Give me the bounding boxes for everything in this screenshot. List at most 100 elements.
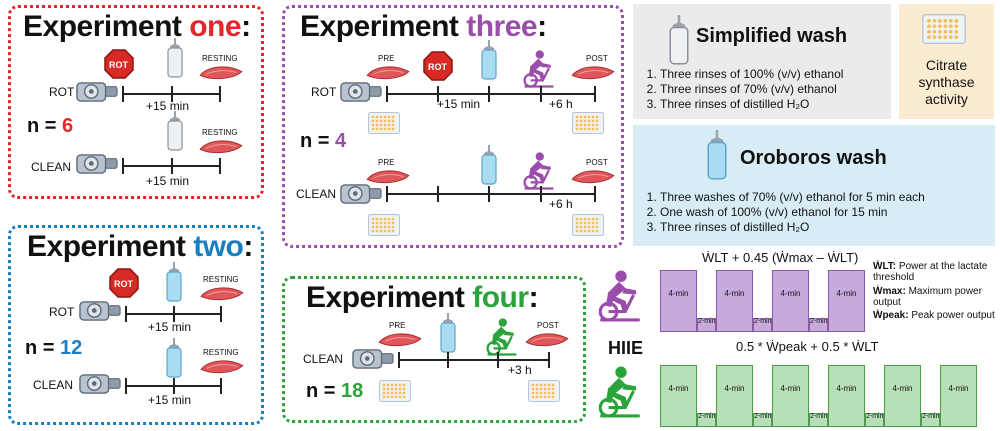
wash-bottle-blue-icon: [166, 262, 182, 302]
citrate-synthase-label: Citrate synthase activity: [918, 57, 975, 107]
resting-label: RESTING: [202, 54, 238, 63]
muscle-icon: [199, 285, 245, 302]
oroboros-wash-steps: Three washes of 70% (v/v) ethanol for 5 …: [640, 190, 925, 235]
hiie-legend-wpeak: Ẇpeak: Peak power output: [873, 310, 995, 321]
hiie-formula-bottom: 0.5 * Ẇpeak + 0.5 * ẆLT: [736, 339, 879, 354]
hiie-rest-label: 2-min: [698, 413, 716, 420]
wash-bottle-icon: [669, 15, 689, 65]
simplified-wash-steps: Three rinses of 100% (v/v) ethanol Three…: [640, 67, 843, 112]
muscle-icon: [199, 358, 245, 375]
oroboros-wash-step: Three washes of 70% (v/v) ethanol for 5 …: [660, 190, 925, 205]
rot-stop-sign-label: ROT: [109, 60, 128, 70]
hiie-rest-label: 2-min: [754, 318, 772, 325]
experiment-three-title: Experiment three:: [300, 10, 547, 43]
hiie-work-bout: 4-min: [772, 365, 809, 427]
hiie-legend-wlt: ẆLT: Power at the lactate threshold: [873, 261, 988, 283]
timeline: [386, 93, 596, 95]
rot-stop-sign-label: ROT: [428, 62, 447, 72]
time-label: +15 min: [146, 174, 190, 188]
experiment-four-title: Experiment four:: [306, 281, 539, 314]
assay-plate-icon: [368, 112, 400, 134]
resting-label: RESTING: [202, 128, 238, 137]
muscle-icon: [570, 64, 616, 81]
timeline: [386, 193, 596, 195]
simplified-wash-step: Three rinses of distilled H₂O: [660, 97, 843, 112]
clean-row-label: CLEAN: [296, 187, 337, 201]
oroboros-wash-title: Oroboros wash: [740, 147, 887, 169]
experiment-four-title-word: four: [472, 281, 529, 314]
hiie-work-bout: 4-min: [940, 365, 977, 427]
hiie-work-bout: 4-min: [828, 365, 865, 427]
wash-bottle-blue-icon: [166, 338, 182, 378]
hiie-rest-bout: 2-min: [697, 318, 716, 332]
clean-row-label: CLEAN: [303, 352, 344, 366]
hiie-work-label: 4-min: [724, 384, 745, 393]
time-label: +15 min: [148, 320, 192, 334]
experiment-two-title: Experiment two:: [27, 230, 253, 263]
pre-label: PRE: [378, 158, 395, 167]
n-count: n = 6: [27, 115, 74, 137]
clean-row-label: CLEAN: [33, 378, 74, 392]
experiment-three-panel: [282, 5, 624, 248]
muscle-icon: [570, 168, 616, 185]
resting-label: RESTING: [203, 275, 239, 284]
resting-label: RESTING: [203, 348, 239, 357]
timeline: [398, 359, 550, 361]
hiie-label: HIIE: [608, 338, 644, 358]
experiment-four-panel: [282, 276, 586, 423]
oroboros-wash-step: Three rinses of distilled H₂O: [660, 220, 925, 235]
experiment-one-title-word: one: [189, 10, 242, 43]
experiment-one-panel: [8, 5, 264, 199]
hiie-work-label: 4-min: [780, 289, 801, 298]
assay-plate-icon: [572, 112, 604, 134]
muscle-icon: [524, 331, 570, 348]
hiie-rest-bout: 2-min: [753, 413, 772, 427]
hiie-rest-label: 2-min: [922, 413, 940, 420]
hiie-rest-label: 2-min: [698, 318, 716, 325]
pre-label: PRE: [389, 321, 406, 330]
hiie-work-bout: 4-min: [772, 270, 809, 332]
wash-bottle-blue-icon: [481, 145, 497, 185]
experiment-two-panel: [8, 225, 264, 425]
hiie-work-bout: 4-min: [660, 270, 697, 332]
hiie-work-label: 4-min: [892, 384, 913, 393]
simplified-wash-step: Three rinses of 100% (v/v) ethanol: [660, 67, 843, 82]
hiie-rest-bout: 2-min: [753, 318, 772, 332]
simplified-wash-step: Three rinses of 70% (v/v) ethanol: [660, 82, 843, 97]
rot-row-label: ROT: [49, 85, 75, 99]
time-label: +15 min: [146, 99, 190, 113]
hiie-rest-label: 2-min: [754, 413, 772, 420]
hiie-work-label: 4-min: [780, 384, 801, 393]
pump-icon: [340, 180, 382, 207]
hiie-rest-bout: 2-min: [697, 413, 716, 427]
assay-plate-icon: [572, 214, 604, 236]
hiie-work-bout: 4-min: [660, 365, 697, 427]
experiment-one-title: Experiment one:: [23, 10, 251, 43]
hiie-work-bout: 4-min: [716, 365, 753, 427]
hiie-rest-label: 2-min: [810, 318, 828, 325]
hiie-work-bout: 4-min: [884, 365, 921, 427]
oroboros-wash-step: One wash of 100% (v/v) ethanol for 15 mi…: [660, 205, 925, 220]
post-label: POST: [537, 321, 559, 330]
n-count: n = 12: [25, 337, 83, 359]
cyclist-icon: [594, 366, 646, 418]
hiie-rest-bout: 2-min: [809, 413, 828, 427]
hiie-work-bout: 4-min: [716, 270, 753, 332]
hiie-formula-top: ẆLT + 0.45 (Ẇmax – ẆLT): [702, 250, 859, 265]
post-label: POST: [586, 54, 608, 63]
muscle-icon: [198, 138, 244, 155]
time-label: +15 min: [148, 393, 192, 407]
hiie-rest-bout: 2-min: [921, 413, 940, 427]
clean-row-label: CLEAN: [31, 160, 72, 174]
hiie-rest-bout: 2-min: [809, 318, 828, 332]
n-count: n = 18: [306, 380, 364, 402]
rot-row-label: ROT: [49, 305, 75, 319]
cyclist-icon: [520, 50, 558, 88]
n-count: n = 4: [300, 130, 347, 152]
wash-bottle-blue-icon: [707, 130, 727, 180]
cyclist-icon: [594, 270, 646, 322]
experiment-three-title-word: three: [466, 10, 538, 43]
hiie-work-label: 4-min: [836, 384, 857, 393]
